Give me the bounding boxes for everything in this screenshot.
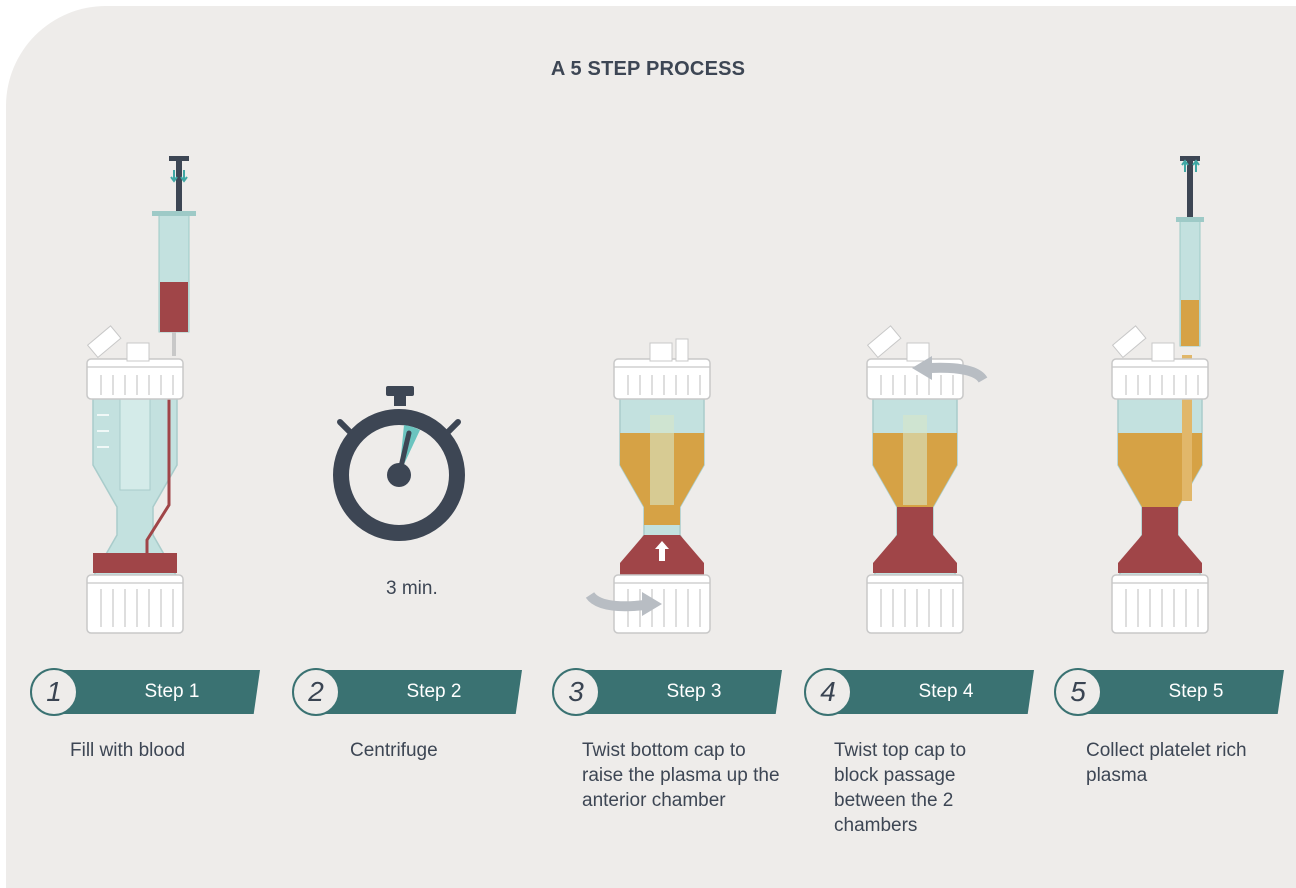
syringe-step-5 — [1176, 156, 1204, 347]
stopwatch-icon — [333, 386, 465, 541]
timer-label: 3 min. — [386, 578, 438, 599]
step-label-2: Step 2 — [406, 681, 462, 702]
step-number-4: 4 — [804, 668, 852, 716]
step-number-2: 2 — [292, 668, 340, 716]
device-step-4 — [866, 325, 964, 634]
page-title: A 5 STEP PROCESS — [550, 58, 746, 80]
step-number-5: 5 — [1054, 668, 1102, 716]
step-label-4: Step 4 — [918, 681, 974, 702]
step-description-1: Fill with blood — [70, 740, 186, 761]
device-step-3 — [613, 338, 711, 634]
step-description-3: Twist bottom cap to raise the plasma up … — [582, 740, 780, 811]
device-step-1 — [86, 325, 184, 634]
step-label-3: Step 3 — [666, 681, 722, 702]
syringe-step-1 — [152, 156, 196, 356]
step-number-3: 3 — [552, 668, 600, 716]
device-step-5 — [1111, 325, 1209, 634]
step-number-1: 1 — [30, 668, 78, 716]
rotate-arrow-bottom — [585, 591, 646, 612]
step-label-5: Step 5 — [1168, 681, 1224, 702]
step-description-2: Centrifuge — [350, 740, 438, 761]
step-description-5: Collect platelet rich plasma — [1086, 740, 1247, 786]
step-label-1: Step 1 — [144, 681, 200, 702]
step-description-4: Twist top cap to block passage between t… — [834, 740, 967, 836]
rotate-arrow-top — [929, 362, 988, 384]
